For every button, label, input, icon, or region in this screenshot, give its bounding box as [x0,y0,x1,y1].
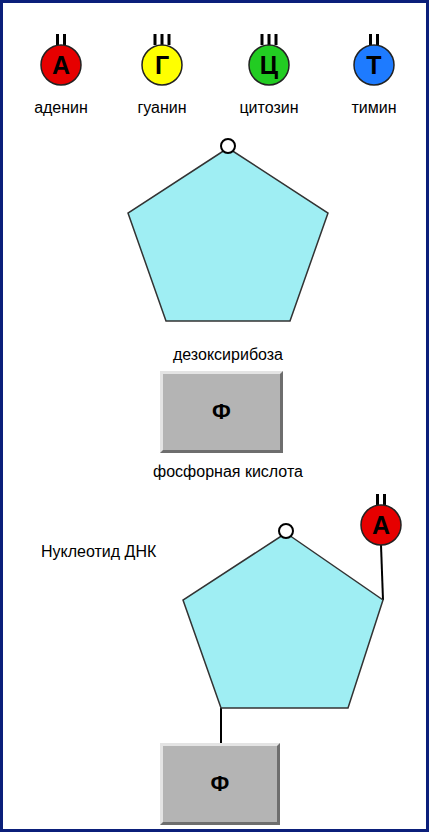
phosphate-box: Ффосфорная кислота [133,369,323,485]
phosphate-letter: Ф [160,770,280,798]
base-letter: А [16,50,106,80]
phosphate-label: фосфорная кислота [133,463,323,481]
base-name: аденин [16,99,106,117]
deoxyribose-pentagon [183,533,383,708]
nucleobase-circle: Ттимин [329,23,419,123]
nucleobase-circle: Ггуанин [117,23,207,123]
nucleobase-circle: Ааденин [16,23,106,123]
bond-tick [376,494,379,505]
pentagon-shape [108,138,348,373]
bond-tick [161,34,164,45]
bond-tick [369,34,372,45]
bond-tick [168,34,171,45]
base-name: гуанин [117,99,207,117]
nucleobase-circle: Ццитозин [224,23,314,123]
bond-tick [261,34,264,45]
base-letter: Т [329,50,419,80]
oh-group-dot [279,524,293,538]
phosphate-letter: Ф [160,398,283,426]
bond-tick [383,494,386,505]
sugar-pentagon: Нуклеотид ДНК [33,523,398,713]
base-letter: Ц [224,50,314,80]
base-letter: А [336,510,426,540]
bond-tick [63,34,66,45]
bond-tick [154,34,157,45]
bond-line [220,708,222,743]
sugar-label: дезоксирибоза [108,346,348,364]
base-name: тимин [329,99,419,117]
base-letter: Г [117,50,207,80]
deoxyribose-pentagon [128,148,328,321]
oh-group-dot [221,139,235,153]
sugar-label: Нуклеотид ДНК [41,543,156,561]
bond-tick [275,34,278,45]
base-name: цитозин [224,99,314,117]
bond-tick [56,34,59,45]
phosphate-box: Ф [160,743,280,825]
sugar-pentagon: дезоксирибоза [108,138,348,373]
bond-line [381,545,383,600]
bond-tick [376,34,379,45]
nucleobase-circle: А [336,488,426,548]
bond-tick [268,34,271,45]
